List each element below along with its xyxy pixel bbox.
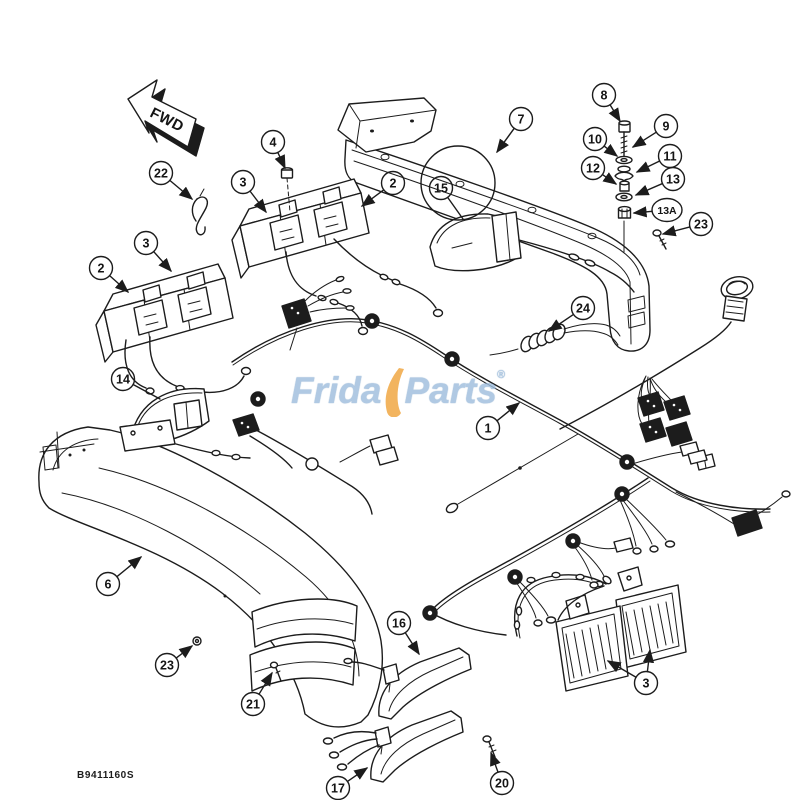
marker-lamp-upper: [231, 167, 444, 336]
marker-lamp-lower: [95, 263, 252, 395]
callout-22: 22: [148, 160, 194, 200]
callout-8: 8: [591, 82, 621, 123]
svg-text:3: 3: [643, 677, 650, 691]
callout-2: 2: [360, 170, 406, 207]
callout-14: 14: [110, 366, 161, 400]
svg-text:16: 16: [392, 617, 406, 631]
hardware-stack: [614, 120, 667, 253]
svg-text:6: 6: [105, 578, 112, 592]
svg-text:21: 21: [246, 698, 260, 712]
svg-text:24: 24: [576, 302, 590, 316]
svg-text:15: 15: [434, 182, 448, 196]
svg-text:22: 22: [154, 167, 168, 181]
svg-text:11: 11: [663, 150, 676, 164]
callout-12: 12: [580, 155, 618, 185]
callout-20: 20: [489, 751, 515, 796]
callout-16: 16: [386, 610, 420, 656]
callout-7: 7: [496, 106, 534, 154]
svg-text:13: 13: [666, 173, 680, 187]
svg-text:2: 2: [390, 177, 397, 191]
callout-3: 3: [606, 648, 659, 696]
wiring-harness: [231, 275, 791, 636]
callout-9: 9: [631, 113, 679, 148]
wire-clip-22: [191, 188, 208, 236]
svg-text:14: 14: [116, 373, 130, 387]
svg-text:12: 12: [586, 162, 600, 176]
callout-13: 13: [634, 166, 686, 196]
fwd-arrow: FWD: [127, 79, 205, 157]
callout-10: 10: [582, 126, 619, 157]
svg-text:9: 9: [663, 120, 670, 134]
svg-text:4: 4: [270, 136, 277, 150]
callout-15: 15: [428, 175, 464, 220]
headlamp-pair: [513, 566, 687, 692]
callout-21: 21: [240, 671, 273, 717]
callout-2: 2: [88, 255, 130, 293]
screw-20: [482, 735, 492, 743]
callout-23: 23: [154, 645, 194, 678]
svg-text:3: 3: [143, 237, 150, 251]
svg-text:10: 10: [588, 133, 602, 147]
svg-text:20: 20: [495, 777, 509, 791]
svg-text:23: 23: [160, 659, 174, 673]
upper-bumper: [337, 97, 651, 352]
callout-3: 3: [133, 230, 172, 273]
svg-text:7: 7: [518, 113, 525, 127]
lamp-lens-17: [322, 710, 497, 783]
callout-1: 1: [475, 402, 521, 441]
svg-text:8: 8: [601, 89, 608, 103]
highlight-circle-15: [420, 145, 496, 221]
svg-text:3: 3: [240, 176, 247, 190]
signal-lamp-15: [429, 211, 635, 293]
callout-3: 3: [230, 169, 267, 214]
lamp-lens-16: [343, 647, 472, 720]
callout-4: 4: [260, 129, 286, 170]
svg-text:1: 1: [485, 422, 492, 436]
lower-bumper: [38, 413, 384, 728]
callout-6: 6: [95, 556, 143, 597]
svg-text:17: 17: [331, 782, 345, 796]
callout-13A: 13A: [632, 197, 683, 223]
callout-23: 23: [661, 211, 714, 237]
harness-grommets: [250, 313, 635, 621]
svg-text:23: 23: [694, 218, 708, 232]
callout-17: 17: [325, 767, 369, 800]
svg-text:13A: 13A: [657, 205, 677, 217]
svg-text:2: 2: [98, 262, 105, 276]
drawing-part-number: B9411160S: [77, 770, 135, 781]
callout-24: 24: [547, 295, 596, 332]
